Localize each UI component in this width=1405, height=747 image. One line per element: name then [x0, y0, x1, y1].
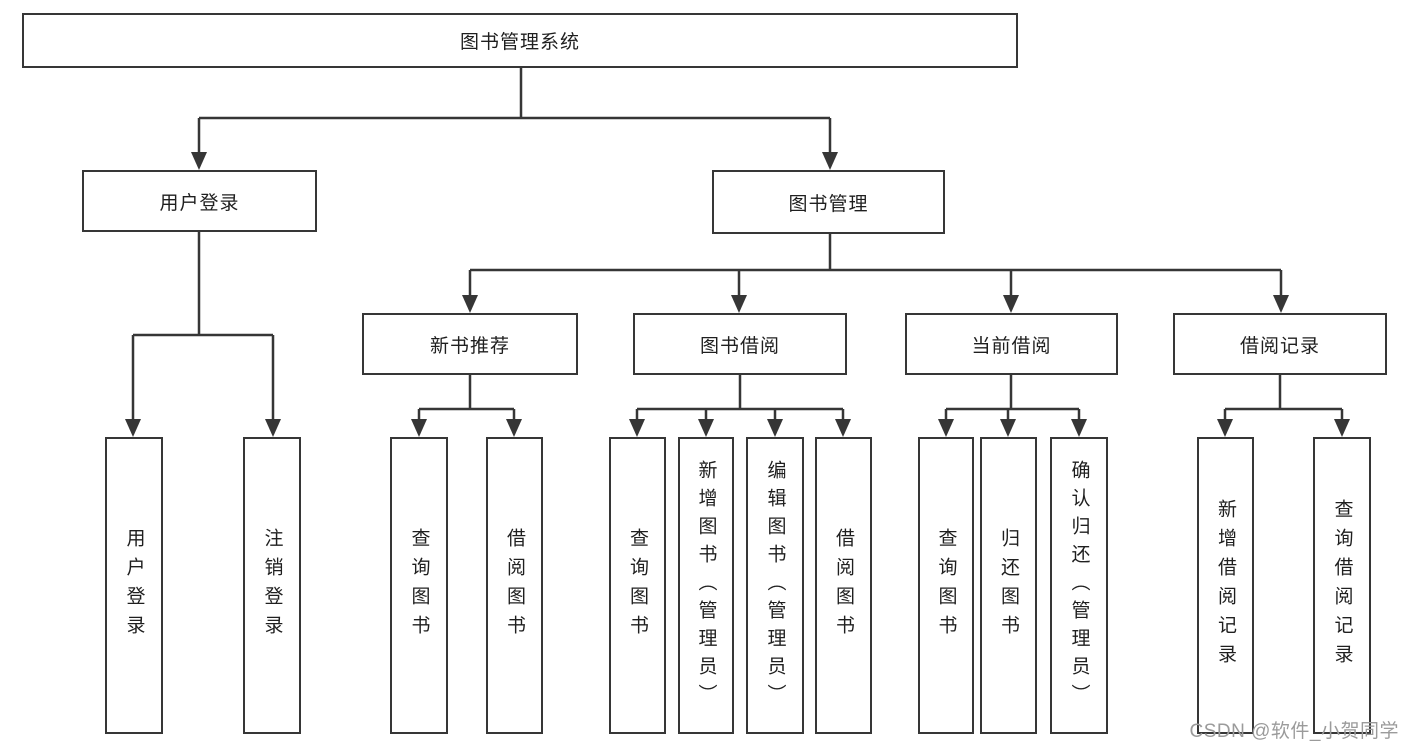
leaf-recommend-query-books: 查询图书	[390, 437, 448, 734]
node-library-system: 图书管理系统	[22, 13, 1018, 68]
leaf-query-borrow-record: 查询借阅记录	[1313, 437, 1371, 734]
leaf-logout-label: 注销登录	[261, 527, 283, 644]
node-new-book-recommend: 新书推荐	[362, 313, 578, 375]
leaf-add-books-admin-label: 新增图书（管理员）	[695, 459, 717, 712]
leaf-recommend-query-books-label: 查询图书	[408, 527, 430, 644]
node-book-management-label: 图书管理	[788, 193, 869, 215]
leaf-edit-books-admin: 编辑图书（管理员）	[746, 437, 804, 734]
leaf-current-query-books: 查询图书	[918, 437, 974, 734]
leaf-user-login-label: 用户登录	[123, 527, 145, 644]
node-current-borrow-label: 当前借阅	[971, 335, 1052, 357]
leaf-borrow-query-books-label: 查询图书	[627, 527, 648, 644]
leaf-return-books: 归还图书	[980, 437, 1037, 734]
node-user-login: 用户登录	[82, 170, 317, 232]
node-current-borrow: 当前借阅	[905, 313, 1118, 375]
leaf-return-books-label: 归还图书	[998, 527, 1019, 644]
leaf-current-query-books-label: 查询图书	[935, 527, 957, 644]
node-book-management: 图书管理	[712, 170, 945, 234]
leaf-confirm-return-admin-label: 确认归还（管理员）	[1068, 459, 1090, 712]
leaf-borrow-books: 借阅图书	[815, 437, 872, 734]
leaf-add-borrow-record: 新增借阅记录	[1197, 437, 1254, 734]
node-library-system-label: 图书管理系统	[459, 32, 580, 53]
leaf-logout: 注销登录	[243, 437, 301, 734]
leaf-recommend-borrow-books-label: 借阅图书	[504, 527, 525, 644]
leaf-confirm-return-admin: 确认归还（管理员）	[1050, 437, 1108, 734]
leaf-borrow-query-books: 查询图书	[609, 437, 666, 734]
node-book-borrow-label: 图书借阅	[699, 335, 780, 357]
node-new-book-recommend-label: 新书推荐	[429, 335, 510, 357]
node-borrow-records: 借阅记录	[1173, 313, 1387, 375]
leaf-user-login: 用户登录	[105, 437, 163, 734]
node-borrow-records-label: 借阅记录	[1239, 335, 1320, 357]
leaf-add-borrow-record-label: 新增借阅记录	[1215, 498, 1236, 673]
node-book-borrow: 图书借阅	[633, 313, 847, 375]
leaf-recommend-borrow-books: 借阅图书	[486, 437, 543, 734]
leaf-query-borrow-record-label: 查询借阅记录	[1331, 498, 1353, 673]
leaf-borrow-books-label: 借阅图书	[833, 527, 854, 644]
node-user-login-label: 用户登录	[159, 192, 240, 214]
leaf-add-books-admin: 新增图书（管理员）	[678, 437, 734, 734]
leaf-edit-books-admin-label: 编辑图书（管理员）	[764, 459, 786, 712]
